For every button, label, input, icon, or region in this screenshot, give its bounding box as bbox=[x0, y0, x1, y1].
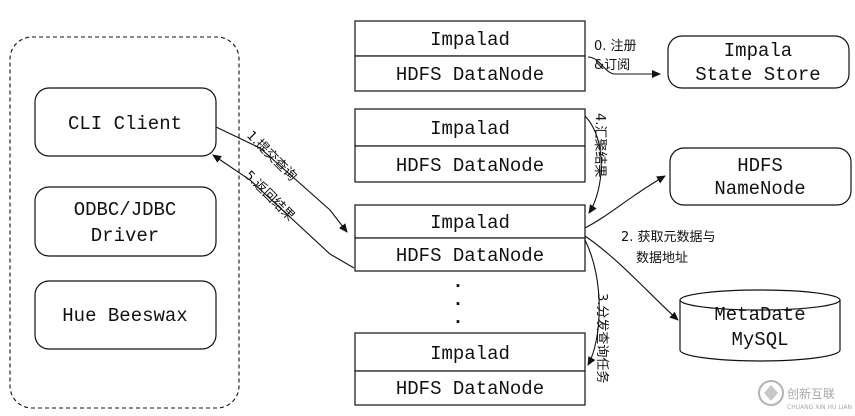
impalad-node-1: Impalad HDFS DataNode bbox=[354, 20, 586, 92]
datanode-label: HDFS DataNode bbox=[396, 155, 544, 177]
dot: · bbox=[452, 311, 463, 333]
driver-label: Driver bbox=[91, 225, 159, 247]
state-store-box: Impala State Store bbox=[667, 35, 850, 89]
step2-label-line1: 2. 获取元数据与 bbox=[621, 230, 716, 245]
step2-label-line2: 数据地址 bbox=[636, 251, 688, 266]
odbc-jdbc-driver-box: ODBC/JDBC Driver bbox=[34, 186, 217, 257]
arrow-dispatch-tasks: 3.分发查询任务 bbox=[584, 239, 610, 383]
datanode-label: HDFS DataNode bbox=[396, 378, 544, 400]
datanode-label: HDFS DataNode bbox=[396, 245, 544, 267]
watermark-logo: 创新互联 CHUANG XIN HU LIAN bbox=[758, 380, 852, 411]
impalad-node-2: Impalad HDFS DataNode bbox=[354, 108, 586, 183]
client-group-container bbox=[9, 36, 240, 409]
hue-beeswax-box: Hue Beeswax bbox=[34, 280, 217, 350]
more-nodes-ellipsis: · · · bbox=[452, 275, 463, 333]
namenode-line1: HDFS bbox=[737, 155, 783, 177]
impalad-label: Impalad bbox=[430, 29, 510, 51]
namenode-box: HDFS NameNode bbox=[669, 147, 852, 206]
impalad-label: Impalad bbox=[430, 118, 510, 140]
metadata-mysql-db: MetaDate MySQL bbox=[679, 289, 841, 362]
cli-client-box: CLI Client bbox=[34, 87, 217, 157]
watermark-text: 创新互联 bbox=[787, 386, 835, 401]
step3-label: 3.分发查询任务 bbox=[594, 293, 610, 383]
state-store-line1: Impala bbox=[724, 40, 792, 62]
impalad-node-3: Impalad HDFS DataNode bbox=[354, 204, 586, 272]
arrow-get-metadata: 2. 获取元数据与 数据地址 bbox=[584, 175, 716, 321]
datanode-label: HDFS DataNode bbox=[396, 64, 544, 86]
state-store-line2: State Store bbox=[695, 64, 820, 86]
impalad-label: Impalad bbox=[430, 343, 510, 365]
metadata-line1: MetaDate bbox=[714, 304, 805, 326]
impalad-label: Impalad bbox=[430, 212, 510, 234]
odbc-jdbc-label: ODBC/JDBC bbox=[74, 199, 177, 221]
step0-label-line2: &订阅 bbox=[594, 58, 630, 73]
watermark-subtext: CHUANG XIN HU LIAN bbox=[787, 404, 852, 411]
step4-label: 4.汇聚结果 bbox=[592, 113, 607, 177]
metadata-line2: MySQL bbox=[731, 329, 788, 351]
namenode-line2: NameNode bbox=[714, 178, 805, 200]
cli-client-label: CLI Client bbox=[68, 113, 182, 135]
arrow-aggregate-result: 4.汇聚结果 bbox=[584, 113, 607, 214]
dot: · bbox=[452, 275, 463, 297]
impalad-node-4: Impalad HDFS DataNode bbox=[354, 332, 586, 406]
step0-label-line1: 0. 注册 bbox=[594, 39, 637, 54]
hue-beeswax-label: Hue Beeswax bbox=[62, 305, 187, 327]
dot: · bbox=[452, 293, 463, 315]
arrow-register-subscribe: 0. 注册 &订阅 bbox=[587, 39, 661, 78]
